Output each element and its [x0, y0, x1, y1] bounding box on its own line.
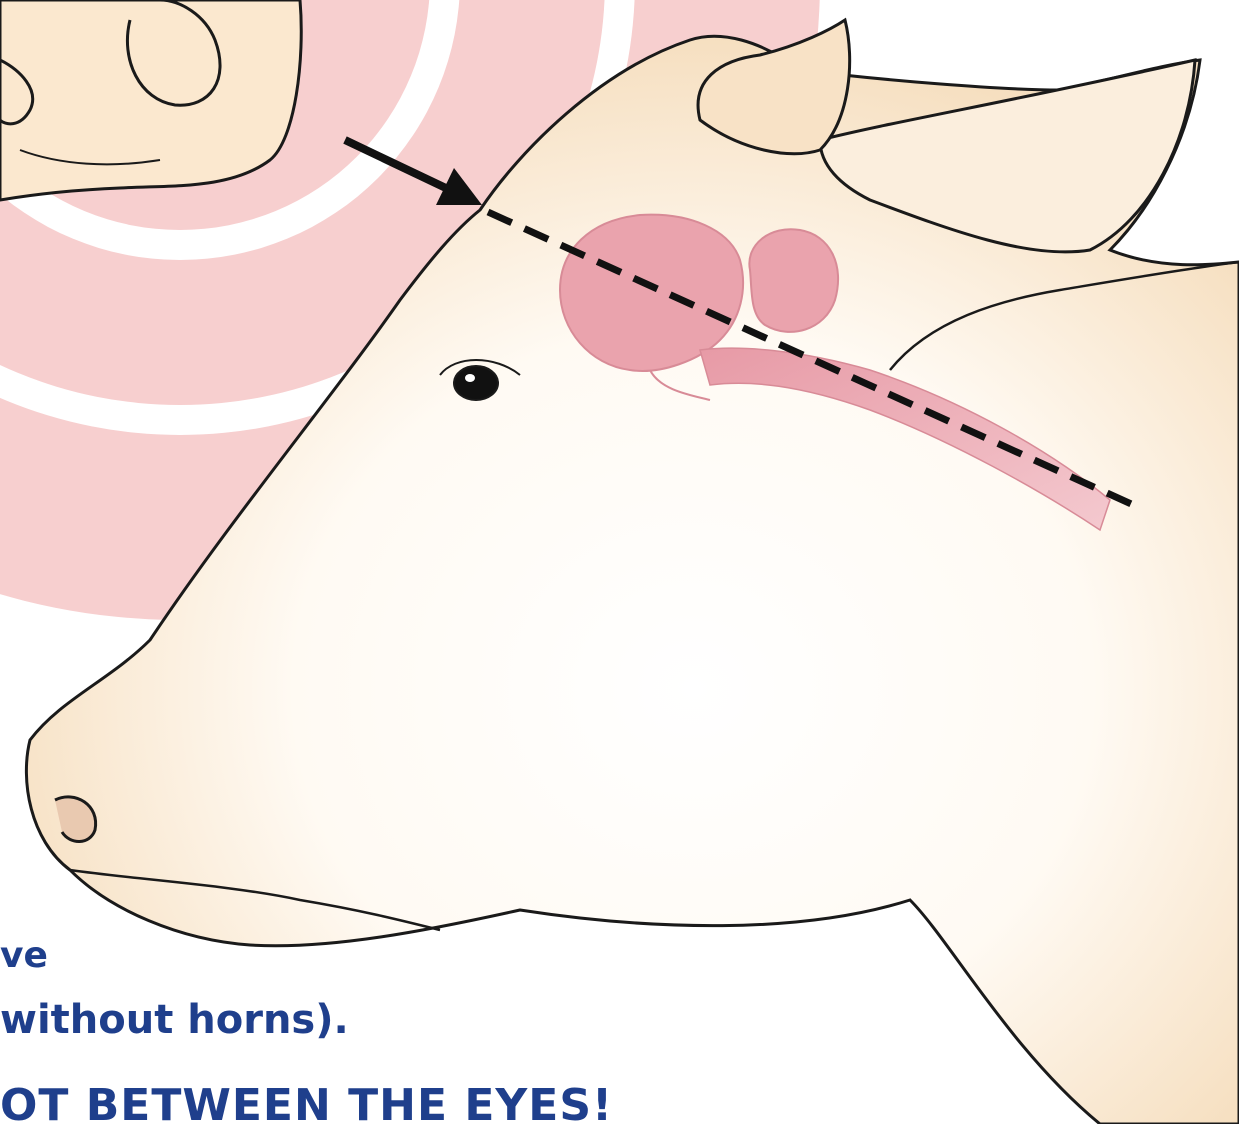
caption-line-2: without horns).	[0, 1000, 349, 1040]
caption-line-3: OT BETWEEN THE EYES!	[0, 1084, 613, 1128]
caption-line-1: ve	[0, 938, 48, 974]
nose-closeup-inset	[0, 0, 301, 200]
